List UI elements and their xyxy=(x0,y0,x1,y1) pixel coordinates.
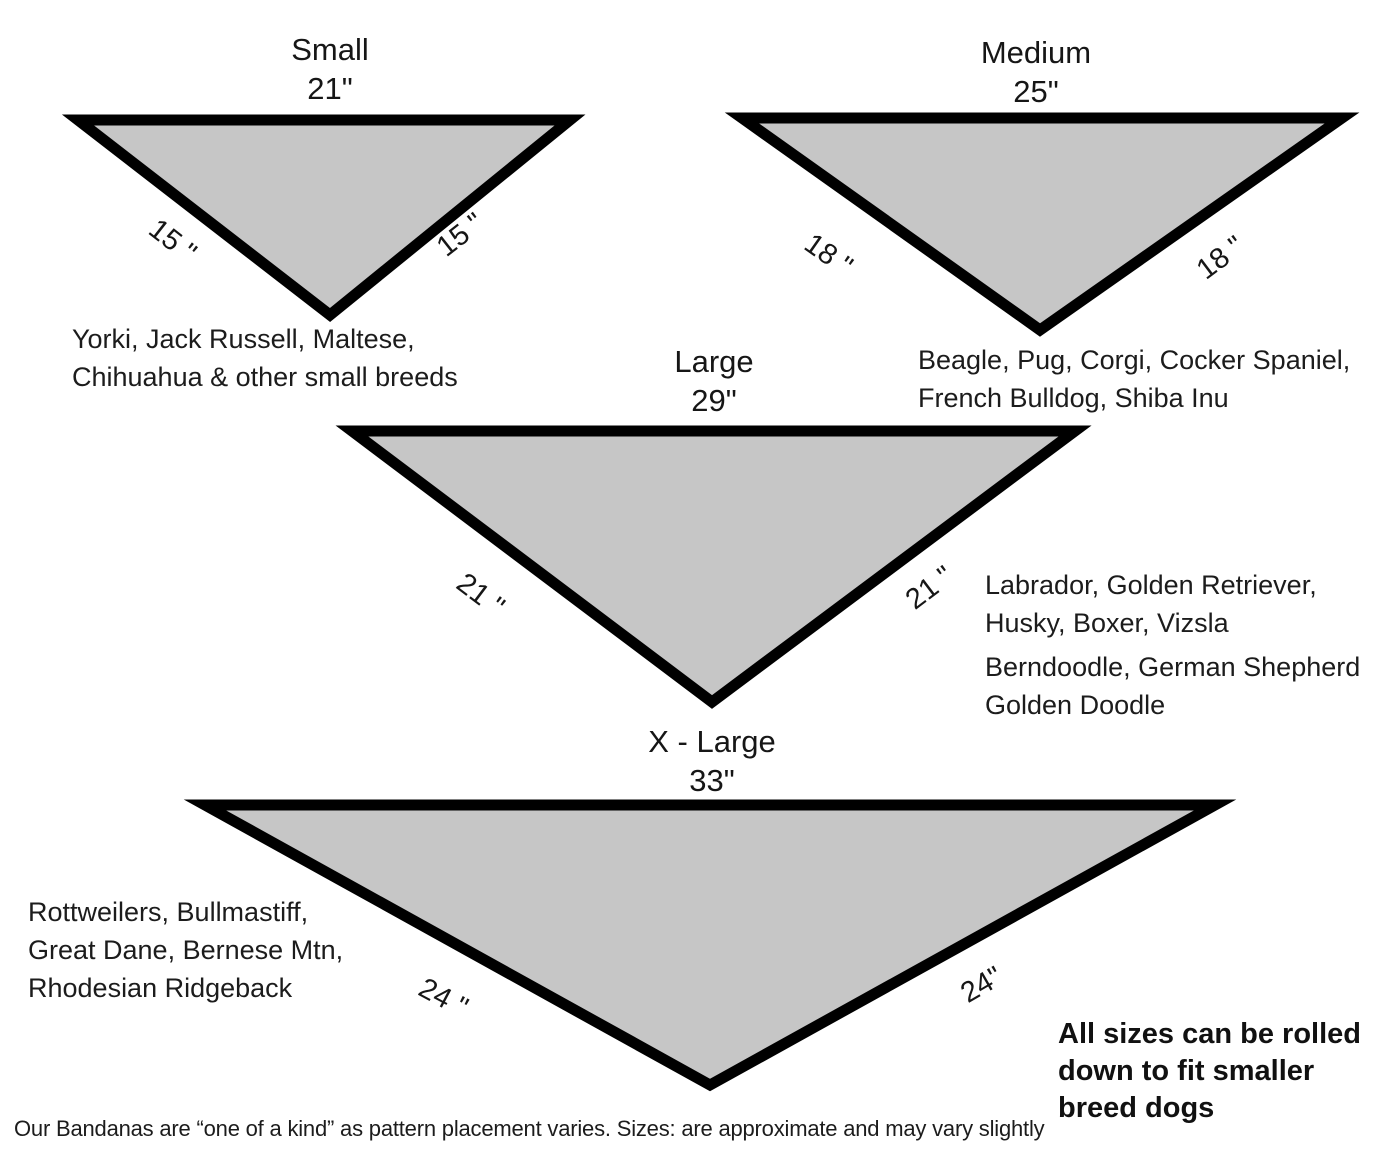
breed-list-medium: Beagle, Pug, Corgi, Cocker Spaniel, Fren… xyxy=(918,341,1350,417)
breed-line: Labrador, Golden Retriever, xyxy=(985,570,1317,600)
triangle-shape xyxy=(724,112,1360,337)
triangle-shape xyxy=(335,425,1092,709)
breed-line: Yorki, Jack Russell, Maltese, xyxy=(72,324,415,354)
breed-line: Husky, Boxer, Vizsla xyxy=(985,608,1229,638)
triangle-shape xyxy=(61,114,586,323)
triangle-shape xyxy=(183,799,1237,1092)
size-name: Small xyxy=(291,32,369,67)
size-top-width: 29" xyxy=(691,383,737,418)
size-top-width: 21" xyxy=(307,71,353,106)
size-title-small: Small 21" xyxy=(180,30,480,108)
rolled-note-line: breed dogs xyxy=(1058,1092,1215,1124)
size-title-xlarge: X - Large 33" xyxy=(562,722,862,800)
breed-line: Chihuahua & other small breeds xyxy=(72,362,458,392)
size-name: X - Large xyxy=(648,724,776,759)
size-top-width: 33" xyxy=(689,763,735,798)
bandana-triangle-xlarge xyxy=(183,799,1237,1092)
breed-line: Rhodesian Ridgeback xyxy=(28,973,293,1003)
breed-line: French Bulldog, Shiba Inu xyxy=(918,383,1229,413)
size-title-large: Large 29" xyxy=(564,342,864,420)
bandana-triangle-small xyxy=(61,114,586,323)
footer-note: Our Bandanas are “one of a kind” as patt… xyxy=(14,1116,1045,1141)
breed-list-large: Labrador, Golden Retriever, Husky, Boxer… xyxy=(985,566,1360,724)
size-name: Large xyxy=(674,344,754,379)
rolled-note-line: down to fit smaller xyxy=(1058,1055,1315,1087)
breed-list-xlarge: Rottweilers, Bullmastiff, Great Dane, Be… xyxy=(28,893,343,1007)
bandana-triangle-medium xyxy=(724,112,1360,337)
breed-line: Golden Doodle xyxy=(985,690,1166,720)
size-top-width: 25" xyxy=(1013,74,1059,109)
breed-line: Beagle, Pug, Corgi, Cocker Spaniel, xyxy=(918,345,1351,375)
breed-list-small: Yorki, Jack Russell, Maltese, Chihuahua … xyxy=(72,320,458,396)
size-name: Medium xyxy=(980,35,1092,70)
bandana-triangle-large xyxy=(335,425,1092,709)
size-title-medium: Medium 25" xyxy=(886,33,1186,111)
rolled-note: All sizes can be rolled down to fit smal… xyxy=(1058,1016,1398,1127)
breed-line: Great Dane, Bernese Mtn, xyxy=(28,935,344,965)
rolled-note-line: All sizes can be rolled xyxy=(1058,1018,1361,1050)
breed-line: Berndoodle, German Shepherd xyxy=(985,652,1361,682)
breed-line: Rottweilers, Bullmastiff, xyxy=(28,897,309,927)
